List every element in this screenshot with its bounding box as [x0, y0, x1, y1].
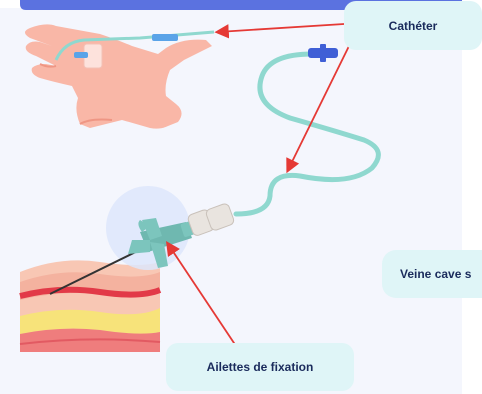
label-ailettes: Ailettes de fixation — [166, 343, 354, 391]
label-catheter: Cathéter — [344, 1, 482, 50]
label-veine-cave: Veine cave s — [382, 250, 482, 298]
